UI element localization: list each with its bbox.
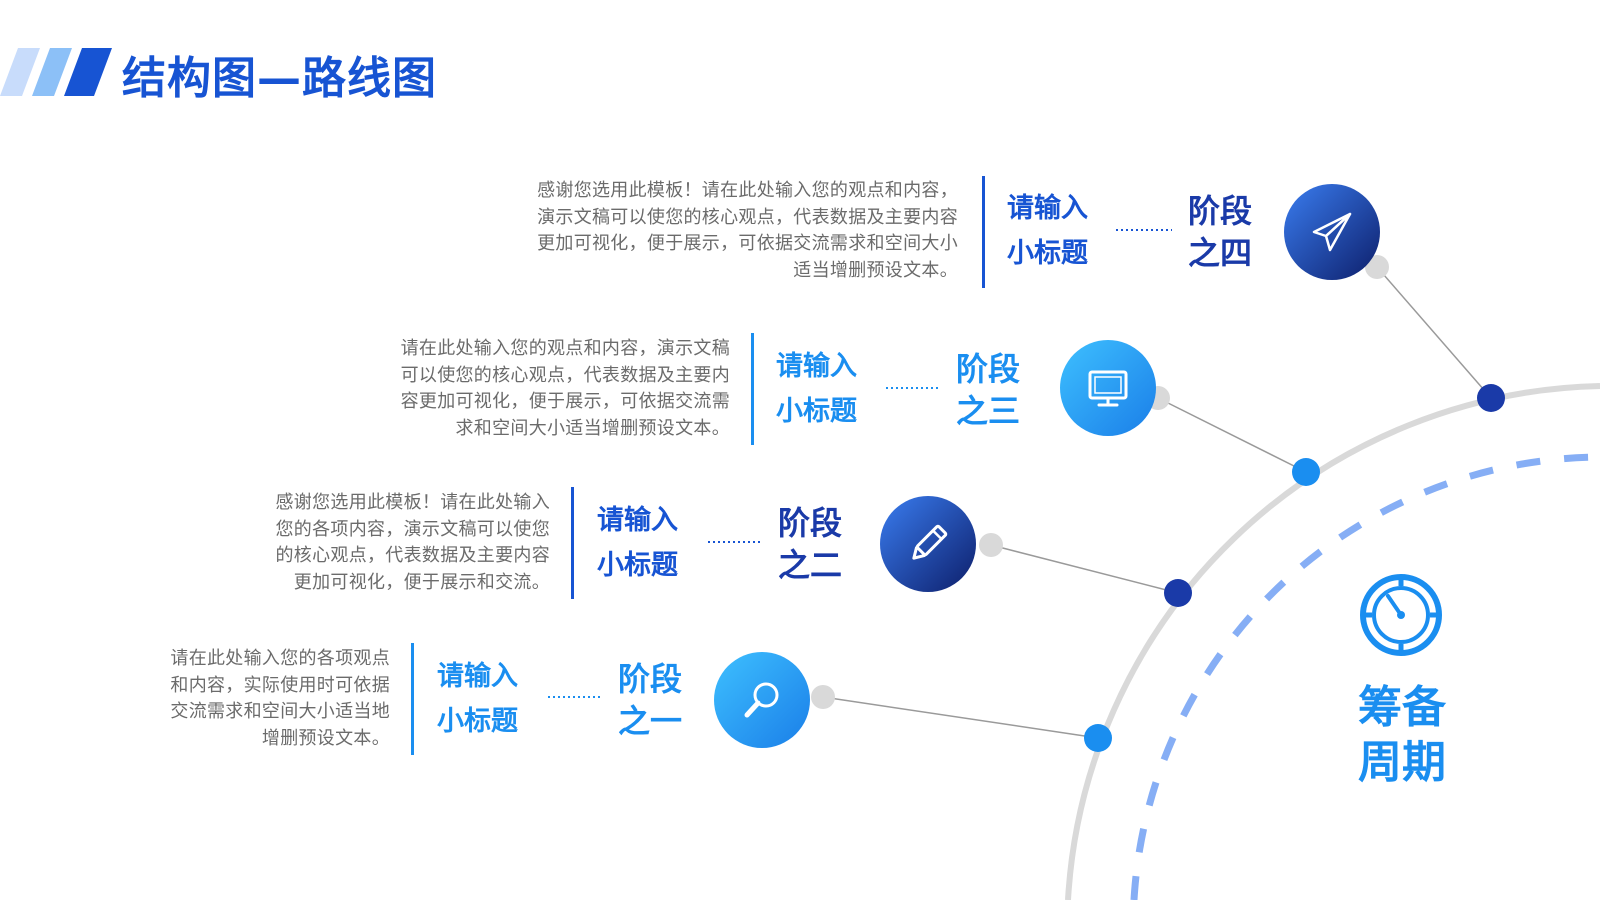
desc-line: 请在此处输入您的观点和内容，演示文稿 (400, 338, 730, 359)
stage-2-phase: 阶段 之二 (778, 502, 868, 586)
desc-line: 容更加可视化，便于展示，可依据交流需 (400, 391, 730, 412)
phase-line: 阶段 (778, 504, 843, 542)
desc-line: 感谢您选用此模板！请在此处输入 (275, 492, 550, 513)
desc-line: 和内容，实际使用时可依据 (170, 674, 390, 696)
prep-period-label: 筹备 周期 (1352, 680, 1452, 790)
connector-start-dot-4 (1365, 255, 1389, 279)
desc-line: 适当增删预设文本。 (793, 259, 958, 281)
desc-line: 请在此处输入您的各项观点 (170, 648, 390, 669)
stage-3-phase: 阶段 之三 (956, 348, 1046, 432)
stage-3-description: 请在此处输入您的观点和内容，演示文稿 可以使您的核心观点，代表数据及主要内 容更… (330, 336, 730, 442)
pencil-icon (912, 524, 948, 560)
desc-line: 求和空间大小适当增删预设文本。 (455, 417, 730, 439)
desc-line: 交流需求和空间大小适当地 (170, 701, 390, 722)
phase-line: 之四 (1188, 234, 1253, 272)
subtitle-line: 请输入 (1007, 193, 1088, 224)
phase-line: 阶段 (956, 350, 1021, 388)
desc-line: 感谢您选用此模板！请在此处输入您的观点和内容， (537, 180, 958, 201)
desc-line: 的核心观点，代表数据及主要内容 (275, 545, 550, 566)
arc-node-1 (1084, 724, 1112, 752)
subtitle-line: 请输入 (437, 661, 518, 692)
phase-line: 之一 (618, 702, 683, 740)
stage-4-icon-circle (1284, 184, 1380, 280)
subtitle-line: 小标题 (776, 396, 857, 427)
subtitle-line: 小标题 (437, 706, 518, 737)
stage-1-description: 请在此处输入您的各项观点 和内容，实际使用时可依据 交流需求和空间大小适当地 增… (120, 646, 390, 752)
connector-line-2 (990, 544, 1179, 594)
connector-start-dot-1 (811, 685, 835, 709)
desc-line: 更加可视化，便于展示和交流。 (293, 571, 550, 593)
connector-line-4 (1376, 266, 1492, 399)
stage-2-subtitle: 请输入 小标题 (597, 498, 707, 588)
stage-4-description: 感谢您选用此模板！请在此处输入您的观点和内容， 演示文稿可以使您的核心观点，代表… (440, 178, 958, 284)
desc-line: 您的各项内容，演示文稿可以使您 (275, 518, 550, 540)
stage-3-divider (751, 333, 754, 445)
stage-3-icon-circle (1060, 340, 1156, 436)
prep-label-line: 筹备 (1358, 682, 1446, 733)
stage-4-divider (982, 176, 985, 288)
desc-line: 演示文稿可以使您的核心观点，代表数据及主要内容 (537, 206, 958, 228)
stage-3-subtitle: 请输入 小标题 (776, 344, 886, 434)
subtitle-line: 小标题 (1007, 238, 1088, 269)
subtitle-line: 小标题 (597, 550, 678, 581)
page-title: 结构图—路线图 (122, 53, 437, 104)
header-stripes-decoration (0, 48, 112, 96)
subtitle-line: 请输入 (597, 505, 678, 536)
magnifier-icon (744, 682, 779, 718)
stage-2-description: 感谢您选用此模板！请在此处输入 您的各项内容，演示文稿可以使您 的核心观点，代表… (210, 490, 550, 596)
arc-node-4 (1477, 384, 1505, 412)
connector-line-3 (1157, 397, 1307, 473)
phase-line: 之三 (956, 392, 1021, 430)
connector-start-dot-2 (979, 533, 1003, 557)
stage-4-phase: 阶段 之四 (1188, 190, 1278, 274)
dashed-arc (1130, 453, 1600, 900)
stage-1-subtitle: 请输入 小标题 (437, 654, 547, 744)
desc-line: 可以使您的核心观点，代表数据及主要内 (400, 364, 730, 386)
arc-node-3 (1292, 458, 1320, 486)
stage-1-phase: 阶段 之一 (618, 658, 708, 742)
stopwatch-icon (1360, 574, 1442, 656)
prep-label-line: 周期 (1358, 737, 1446, 788)
stage-4-subtitle: 请输入 小标题 (1007, 186, 1117, 276)
stage-1-icon-circle (714, 652, 810, 748)
stage-2-divider (571, 487, 574, 599)
phase-line: 之二 (778, 546, 843, 584)
stage-2-icon-circle (880, 496, 976, 592)
phase-line: 阶段 (1188, 192, 1253, 230)
paper-plane-icon (1312, 212, 1352, 252)
monitor-icon (1088, 370, 1128, 407)
desc-line: 更加可视化，便于展示，可依据交流需求和空间大小 (537, 233, 958, 254)
phase-line: 阶段 (618, 660, 683, 698)
subtitle-line: 请输入 (776, 351, 857, 382)
stage-1-divider (411, 643, 414, 755)
arc-node-2 (1164, 579, 1192, 607)
desc-line: 增删预设文本。 (261, 727, 390, 749)
connector-line-1 (822, 696, 1099, 739)
